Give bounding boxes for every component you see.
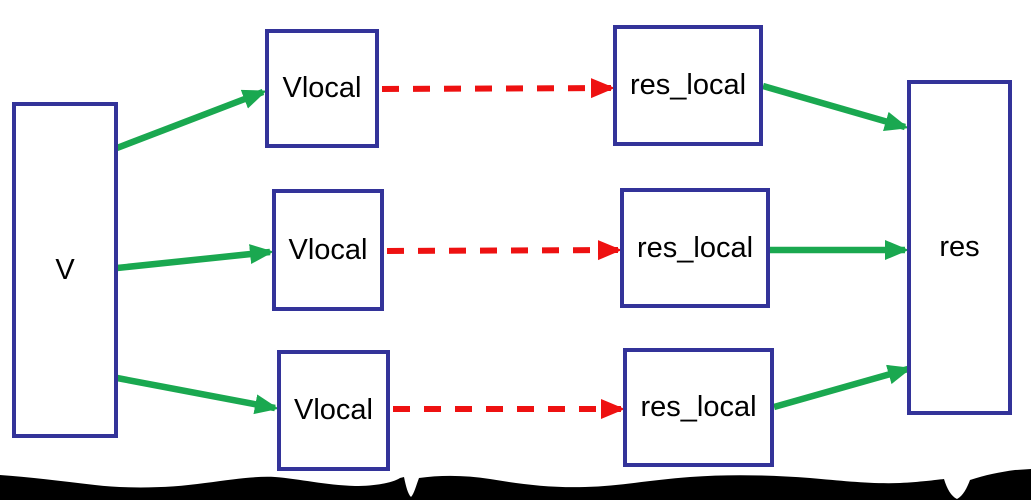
node-vlocal-1: Vlocal	[265, 29, 379, 148]
node-vlocal-2: Vlocal	[272, 189, 384, 311]
arrow-reslocal-to-res-1	[762, 82, 909, 132]
node-res: res	[907, 80, 1012, 415]
arrow-vlocal-to-reslocal-2	[386, 240, 622, 261]
node-reslocal-1: res_local	[613, 25, 763, 146]
node-reslocal-3-label: res_local	[640, 391, 757, 423]
node-vlocal-3: Vlocal	[277, 350, 390, 471]
node-reslocal-1-label: res_local	[629, 69, 747, 101]
node-vlocal-3-label: Vlocal	[294, 394, 373, 426]
node-reslocal-2: res_local	[620, 188, 770, 308]
node-v-label: V	[55, 253, 75, 286]
arrow-v-to-vlocal-3	[116, 374, 279, 415]
arrow-v-to-vlocal-2	[116, 244, 274, 272]
torn-edge-artifact	[0, 469, 1031, 500]
node-vlocal-1-label: Vlocal	[282, 72, 362, 104]
node-v: V	[12, 102, 118, 438]
node-vlocal-2-label: Vlocal	[288, 233, 368, 266]
arrow-vlocal-to-reslocal-1	[381, 78, 615, 99]
node-reslocal-3: res_local	[623, 348, 774, 467]
node-res-label: res	[939, 231, 980, 263]
arrow-reslocal-to-res-3	[773, 364, 912, 411]
node-reslocal-2-label: res_local	[636, 231, 754, 264]
arrow-v-to-vlocal-1	[115, 88, 267, 152]
